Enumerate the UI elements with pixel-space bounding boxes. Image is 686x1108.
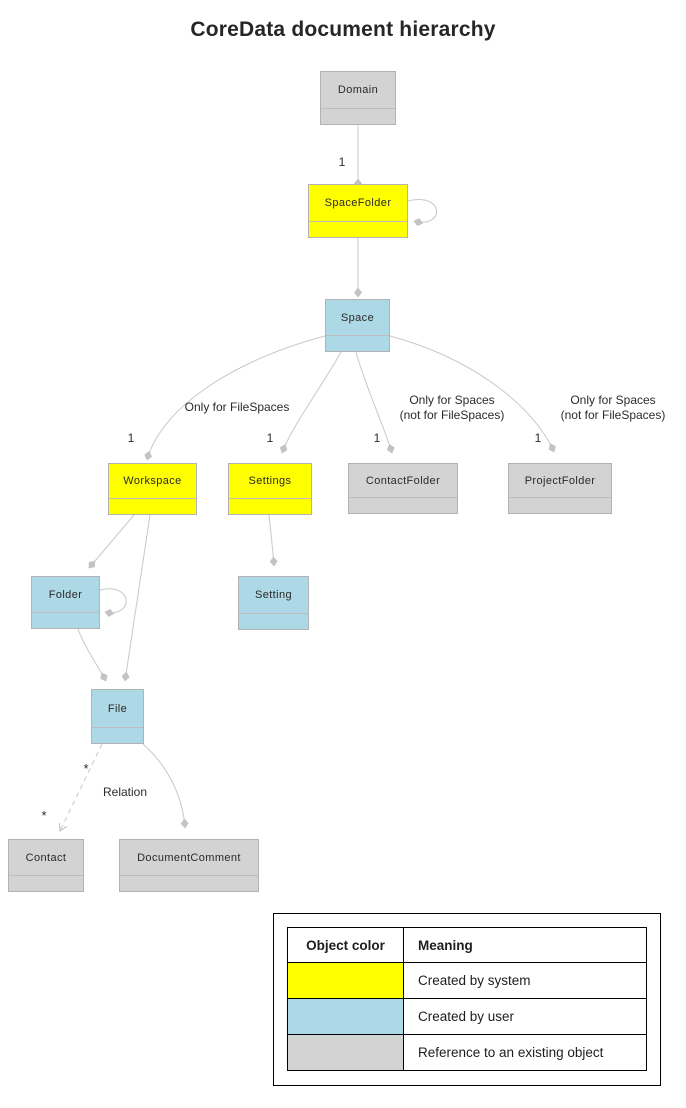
legend-row-user: Created by user xyxy=(287,998,647,1035)
legend-box: Object color Meaning Created by system C… xyxy=(273,913,661,1086)
note-only-filespaces: Only for FileSpaces xyxy=(185,400,290,414)
legend-meaning-reference: Reference to an existing object xyxy=(403,1034,647,1071)
legend-meaning-user: Created by user xyxy=(403,998,647,1035)
node-setting-label: Setting xyxy=(239,577,308,614)
label-relation: Relation xyxy=(103,785,147,799)
edge-file-contact-relation xyxy=(58,743,103,832)
multiplicity-space-projectfolder: 1 xyxy=(535,431,542,445)
node-contact-attributes xyxy=(9,876,83,891)
node-space: Space xyxy=(325,299,390,352)
node-setting-attributes xyxy=(239,614,308,629)
node-contactfolder: ContactFolder xyxy=(348,463,458,514)
legend-table: Object color Meaning Created by system C… xyxy=(287,927,647,1071)
node-documentcomment-attributes xyxy=(120,876,258,891)
node-domain-label: Domain xyxy=(321,72,395,109)
node-spacefolder: SpaceFolder xyxy=(308,184,408,238)
node-setting: Setting xyxy=(238,576,309,630)
note-only-spaces-projectfolder-line2: (not for FileSpaces) xyxy=(561,408,666,422)
node-folder-attributes xyxy=(32,613,99,628)
node-folder: Folder xyxy=(31,576,100,629)
node-contactfolder-label: ContactFolder xyxy=(349,464,457,498)
node-settings-label: Settings xyxy=(229,464,311,499)
node-projectfolder-attributes xyxy=(509,498,611,513)
node-documentcomment-label: DocumentComment xyxy=(120,840,258,876)
edge-workspace-file xyxy=(121,514,151,682)
edge-space-workspace xyxy=(144,335,326,461)
node-space-attributes xyxy=(326,336,389,351)
edge-workspace-folder xyxy=(88,514,135,569)
node-space-label: Space xyxy=(326,300,389,336)
node-projectfolder-label: ProjectFolder xyxy=(509,464,611,498)
legend-swatch-reference xyxy=(287,1034,404,1071)
node-documentcomment: DocumentComment xyxy=(119,839,259,892)
multiplicity-space-workspace: 1 xyxy=(128,431,135,445)
legend-meaning-system: Created by system xyxy=(403,962,647,999)
edge-space-settings xyxy=(279,351,342,454)
edge-settings-setting xyxy=(268,514,278,567)
node-contact-label: Contact xyxy=(9,840,83,876)
edge-spacefolder-self-loop xyxy=(407,199,437,226)
multiplicity-domain-spacefolder: 1 xyxy=(339,155,346,169)
node-spacefolder-attributes xyxy=(309,222,407,237)
legend-header-row: Object color Meaning xyxy=(287,927,647,963)
node-domain-attributes xyxy=(321,109,395,124)
node-workspace-label: Workspace xyxy=(109,464,196,499)
note-only-spaces-contactfolder-line1: Only for Spaces xyxy=(409,393,494,407)
node-file-label: File xyxy=(92,690,143,728)
node-contactfolder-attributes xyxy=(349,498,457,513)
multiplicity-star-contact: * xyxy=(41,808,46,823)
legend-row-system: Created by system xyxy=(287,962,647,999)
node-domain: Domain xyxy=(320,71,396,125)
node-workspace: Workspace xyxy=(108,463,197,515)
multiplicity-space-settings: 1 xyxy=(267,431,274,445)
note-only-spaces-projectfolder-line1: Only for Spaces xyxy=(570,393,655,407)
multiplicity-star-file: * xyxy=(83,761,88,776)
legend-header-meaning: Meaning xyxy=(403,927,647,963)
legend-swatch-user xyxy=(287,998,404,1035)
multiplicity-space-contactfolder: 1 xyxy=(374,431,381,445)
edge-space-contactfolder xyxy=(355,351,395,454)
node-file-attributes xyxy=(92,728,143,743)
node-workspace-attributes xyxy=(109,499,196,514)
legend-swatch-system xyxy=(287,962,404,999)
node-settings: Settings xyxy=(228,463,312,515)
page-title: CoreData document hierarchy xyxy=(190,18,496,41)
note-only-spaces-contactfolder-line2: (not for FileSpaces) xyxy=(400,408,505,422)
node-folder-label: Folder xyxy=(32,577,99,613)
node-settings-attributes xyxy=(229,499,311,514)
edge-file-documentcomment xyxy=(142,743,189,829)
legend-row-reference: Reference to an existing object xyxy=(287,1034,647,1071)
edge-folder-self-loop xyxy=(99,588,127,617)
legend-header-object-color: Object color xyxy=(287,927,404,963)
node-file: File xyxy=(91,689,144,744)
edge-folder-file xyxy=(77,628,108,682)
node-projectfolder: ProjectFolder xyxy=(508,463,612,514)
edge-space-projectfolder xyxy=(389,335,556,453)
node-contact: Contact xyxy=(8,839,84,892)
node-spacefolder-label: SpaceFolder xyxy=(309,185,407,222)
